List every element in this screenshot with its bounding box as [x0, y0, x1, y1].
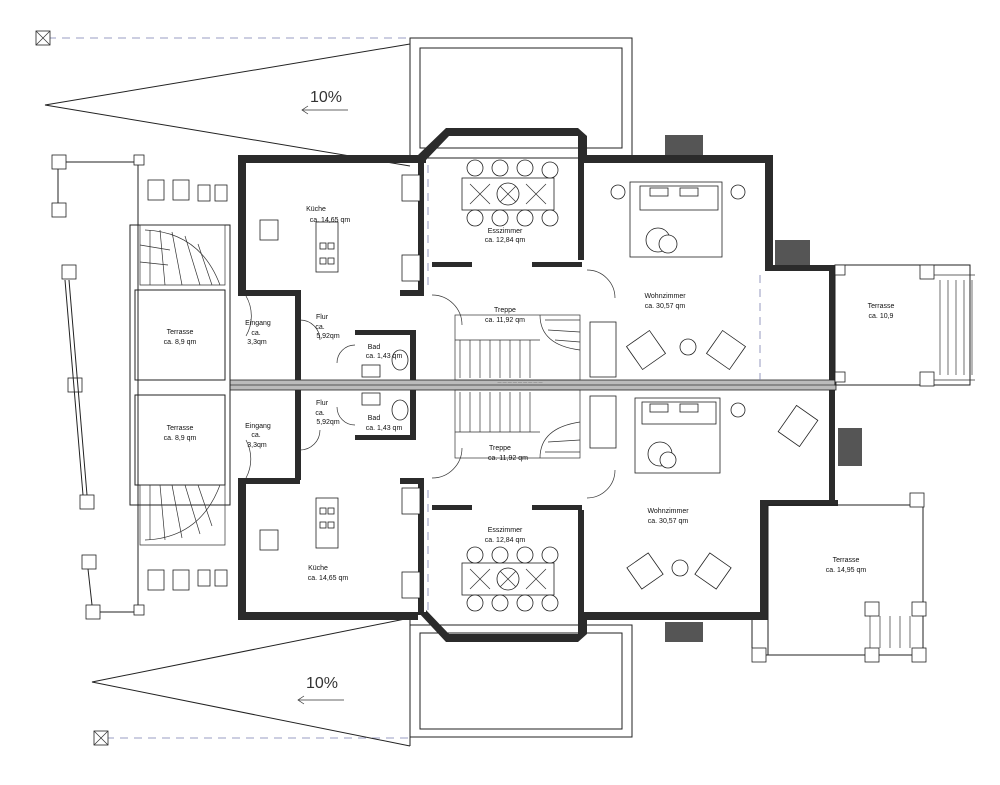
- interior-walls: [238, 160, 584, 615]
- label-esszimmer-bot: Esszimmer: [488, 527, 523, 534]
- area-terrasse-lt: ca. 8,9 qm: [164, 339, 197, 346]
- living-room-top-furniture: [589, 181, 747, 378]
- label-kueche-bot: Küche: [308, 565, 328, 572]
- label-flur-bot: Flur: [316, 400, 329, 407]
- slope-label-bottom: 10%: [306, 675, 338, 692]
- area-esszimmer-top: ca. 12,84 qm: [485, 237, 526, 244]
- right-terrace-bottom: [751, 492, 927, 663]
- radiators: [665, 135, 862, 642]
- area-terrasse-rb: ca. 14,95 qm: [826, 567, 867, 574]
- dining-table-bottom: [461, 546, 559, 612]
- roof-slope-top: 10%: [35, 30, 411, 167]
- central-stair-bottom: [454, 389, 581, 459]
- area-terrasse-lb: ca. 8,9 qm: [164, 435, 197, 442]
- dining-table-top: [461, 159, 559, 227]
- svg-text:ca.: ca.: [251, 432, 260, 439]
- kitchen-top-fixtures: [259, 174, 421, 282]
- area-flur-bot: 5,92qm: [316, 419, 340, 426]
- area-flur-top: 5,92qm: [316, 333, 340, 340]
- label-bad-bot: Bad: [368, 415, 381, 422]
- door-swings: [245, 269, 616, 499]
- label-terrasse-rt: Terrasse: [868, 303, 895, 310]
- label-kueche-top: Küche: [306, 206, 326, 213]
- right-terrace-top: [834, 264, 975, 387]
- svg-text:ca.: ca.: [251, 330, 260, 337]
- roof-window-bottom: [409, 624, 633, 738]
- roof-window-top: [409, 37, 633, 159]
- area-treppe-top: ca. 11,92 qm: [485, 317, 525, 324]
- label-flur-top: Flur: [316, 314, 329, 321]
- label-treppe-top: Treppe: [494, 307, 516, 314]
- roof-slope-bottom: 10%: [91, 612, 411, 747]
- area-kueche-bot: ca. 14,65 qm: [308, 575, 349, 582]
- label-treppe-bot: Treppe: [489, 445, 511, 452]
- label-eingang-top: Eingang: [245, 320, 271, 327]
- label-terrasse-rb: Terrasse: [833, 557, 860, 564]
- kitchen-bottom-fixtures: [259, 487, 421, 599]
- label-wohnzimmer-bot: Wohnzimmer: [647, 508, 689, 515]
- area-wohnzimmer-top: ca. 30,57 qm: [645, 303, 686, 310]
- living-room-bottom-furniture: [589, 395, 819, 590]
- svg-text:— — — — — — — — —: — — — — — — — — —: [498, 379, 543, 384]
- area-bad-top: ca. 1,43 qm: [366, 353, 403, 360]
- area-treppe-bot: ca. 11,92 qm: [488, 455, 528, 462]
- central-stair-top: [454, 314, 581, 381]
- slope-label-top: 10%: [310, 89, 342, 106]
- area-kueche-top: ca. 14,65 qm: [310, 217, 351, 224]
- svg-text:ca.: ca.: [315, 324, 324, 331]
- label-bad-top: Bad: [368, 344, 381, 351]
- area-eingang-bot: 3,3qm: [247, 442, 267, 449]
- area-eingang-top: 3,3qm: [247, 339, 267, 346]
- label-terrasse-lb: Terrasse: [167, 425, 194, 432]
- bath-fixtures: [361, 349, 409, 421]
- room-labels: Küche ca. 14,65 qm Esszimmer ca. 12,84 q…: [164, 206, 895, 582]
- area-bad-bot: ca. 1,43 qm: [366, 425, 403, 432]
- area-wohnzimmer-bot: ca. 30,57 qm: [648, 518, 689, 525]
- area-esszimmer-bot: ca. 12,84 qm: [485, 537, 526, 544]
- svg-text:ca.: ca.: [315, 410, 324, 417]
- label-wohnzimmer-top: Wohnzimmer: [644, 293, 686, 300]
- label-terrasse-lt: Terrasse: [167, 329, 194, 336]
- label-eingang-bot: Eingang: [245, 423, 271, 430]
- area-terrasse-rt: ca. 10,9: [869, 313, 894, 320]
- left-terraces: [51, 154, 231, 620]
- label-esszimmer-top: Esszimmer: [488, 228, 523, 235]
- exterior-walls: [238, 128, 838, 642]
